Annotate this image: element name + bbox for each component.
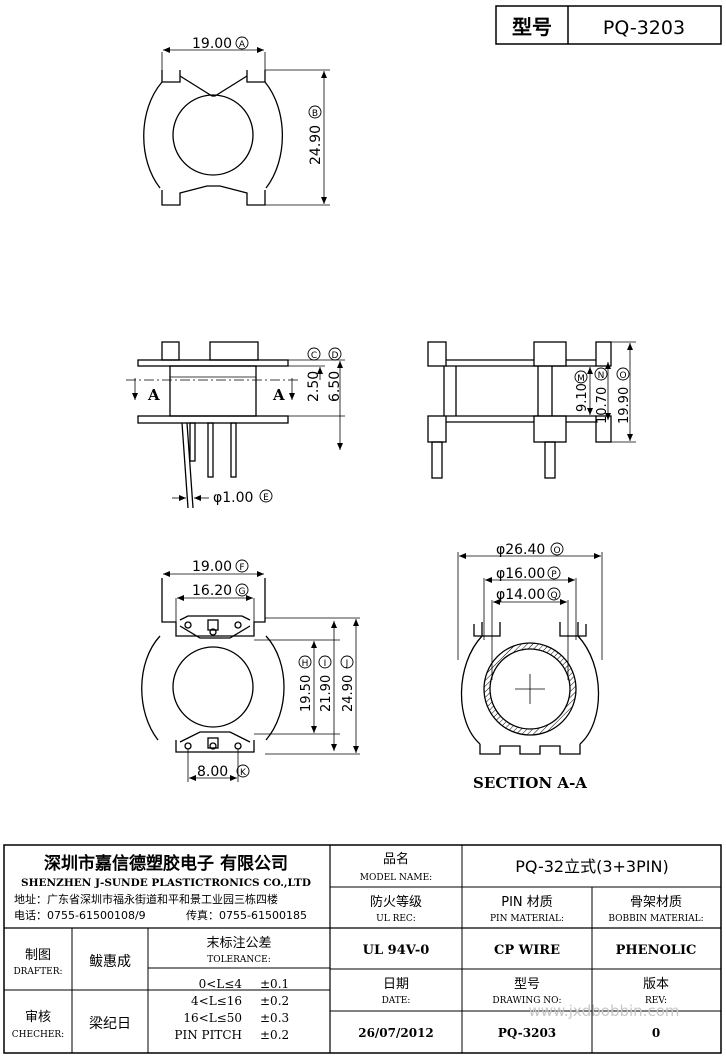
header-model-label: 型号: [512, 15, 552, 39]
side-dim-o: 19.90: [617, 387, 632, 424]
bottom-tag-h: H: [302, 659, 309, 669]
ul-value: UL 94V-0: [363, 943, 430, 958]
side-tag-o: O: [619, 371, 626, 381]
bottom-dim-f: 19.00: [192, 559, 232, 575]
side-view: [427, 341, 636, 479]
tolerance-value: ±0.2: [260, 994, 289, 1008]
section-caption: SECTION A-A: [473, 774, 587, 792]
tolerance-value: ±0.2: [260, 1028, 289, 1042]
pin-value: CP WIRE: [494, 943, 560, 958]
bottom-tag-k: K: [240, 768, 247, 778]
header-model-value: PQ-3203: [603, 17, 685, 39]
title-block: [3, 844, 722, 1054]
watermark: www.jxdbobbin.com: [529, 1002, 680, 1020]
drawing-no-value: PQ-3203: [498, 1026, 556, 1040]
tolerance-range: 4<L≤16: [191, 994, 242, 1008]
front-view: [126, 341, 345, 509]
front-dim-d: 6.50: [327, 371, 343, 402]
company-fax: 传真：0755-61500185: [186, 908, 307, 922]
rev-label-cn: 版本: [643, 977, 669, 992]
top-height-tag: B: [312, 109, 318, 119]
tolerance-range: PIN PITCH: [174, 1028, 242, 1042]
top-height-dim: 24.90: [308, 125, 324, 165]
tolerance-range: 16<L≤50: [183, 1011, 242, 1025]
date-label-en: DATE:: [382, 996, 411, 1006]
front-tag-c: C: [311, 351, 317, 361]
bottom-tag-j: J: [345, 659, 349, 669]
section-view: [457, 552, 603, 755]
tolerance-range: 0<L≤4: [199, 977, 243, 991]
bottom-dim-j: 24.90: [341, 675, 356, 712]
tolerance-value: ±0.1: [260, 977, 289, 991]
ul-label-cn: 防火等级: [370, 894, 422, 910]
section-tag-q: Q: [550, 591, 557, 601]
checker-value: 梁纪日: [89, 1016, 131, 1032]
front-section-left-mark: A: [147, 386, 160, 404]
drawing-no-label-cn: 型号: [514, 977, 540, 992]
bobbin-label-cn: 骨架材质: [630, 895, 682, 910]
model-name-label-cn: 品名: [383, 851, 409, 867]
front-dim-c: 2.50: [306, 371, 322, 402]
company-name-cn: 深圳市嘉信德塑胶电子 有限公司: [44, 853, 288, 874]
front-tag-e: E: [263, 493, 269, 503]
top-width-tag: A: [239, 40, 246, 50]
drawing-no-label-en: DRAWING NO:: [492, 996, 561, 1006]
pin-label-cn: PIN 材质: [501, 895, 553, 910]
bottom-dim-h: 19.50: [299, 675, 314, 712]
side-dim-n: 10.70: [595, 387, 610, 424]
section-tag-o: O: [553, 546, 560, 556]
tolerance-label-cn: 末标注公差: [206, 936, 271, 951]
model-name-label-en: MODEL NAME:: [360, 873, 432, 883]
tolerance-label-en: TOLERANCE:: [207, 955, 271, 965]
company-phone: 电话：0755-61500108/9: [14, 909, 146, 922]
bottom-dim-k: 8.00: [197, 764, 228, 780]
date-label-cn: 日期: [383, 977, 409, 992]
company-address: 地址：广东省深圳市福永街道和平和景工业园三栋四楼: [14, 892, 278, 906]
tolerance-value: ±0.3: [260, 1011, 289, 1025]
checker-label-en: CHECHER:: [12, 1030, 64, 1040]
top-width-dim: 19.00: [192, 36, 232, 52]
drafter-label-cn: 制图: [25, 948, 51, 963]
drafter-label-en: DRAFTER:: [13, 967, 62, 977]
bottom-dim-g: 16.20: [192, 583, 232, 599]
section-dim-o: φ26.40: [496, 542, 545, 558]
company-name-en: SHENZHEN J-SUNDE PLASTICTRONICS CO.,LTD: [21, 877, 311, 889]
section-dim-p: φ16.00: [496, 566, 545, 582]
model-name-value: PQ-32立式(3+3PIN): [515, 857, 668, 876]
bottom-tag-f: F: [239, 563, 244, 573]
rev-label-en: REV:: [645, 996, 667, 1006]
section-tag-p: P: [551, 570, 557, 580]
checker-label-cn: 审核: [25, 1010, 51, 1025]
bottom-tag-g: G: [239, 587, 246, 597]
front-pin-diameter: φ1.00: [213, 490, 253, 506]
bottom-view: [141, 571, 360, 782]
section-dim-q: φ14.00: [496, 587, 545, 603]
bottom-tag-i: I: [324, 659, 327, 669]
pin-label-en: PIN MATERIAL:: [490, 914, 564, 924]
side-tag-m: M: [577, 374, 585, 384]
bottom-dim-i: 21.90: [319, 675, 334, 712]
date-value: 26/07/2012: [358, 1026, 434, 1040]
top-view: [143, 47, 330, 206]
side-tag-n: N: [598, 371, 605, 381]
drafter-value: 鲅惠成: [89, 954, 131, 970]
side-dim-m: 9.10: [575, 383, 590, 412]
bobbin-value: PHENOLIC: [616, 943, 697, 958]
ul-label-en: UL REC:: [376, 914, 416, 924]
header-model-box: 型号 PQ-3203: [495, 5, 722, 45]
rev-value: 0: [652, 1026, 660, 1040]
bobbin-label-en: BOBBIN MATERIAL:: [608, 914, 703, 924]
front-section-right-mark: A: [272, 386, 285, 404]
front-tag-d: D: [332, 351, 339, 361]
